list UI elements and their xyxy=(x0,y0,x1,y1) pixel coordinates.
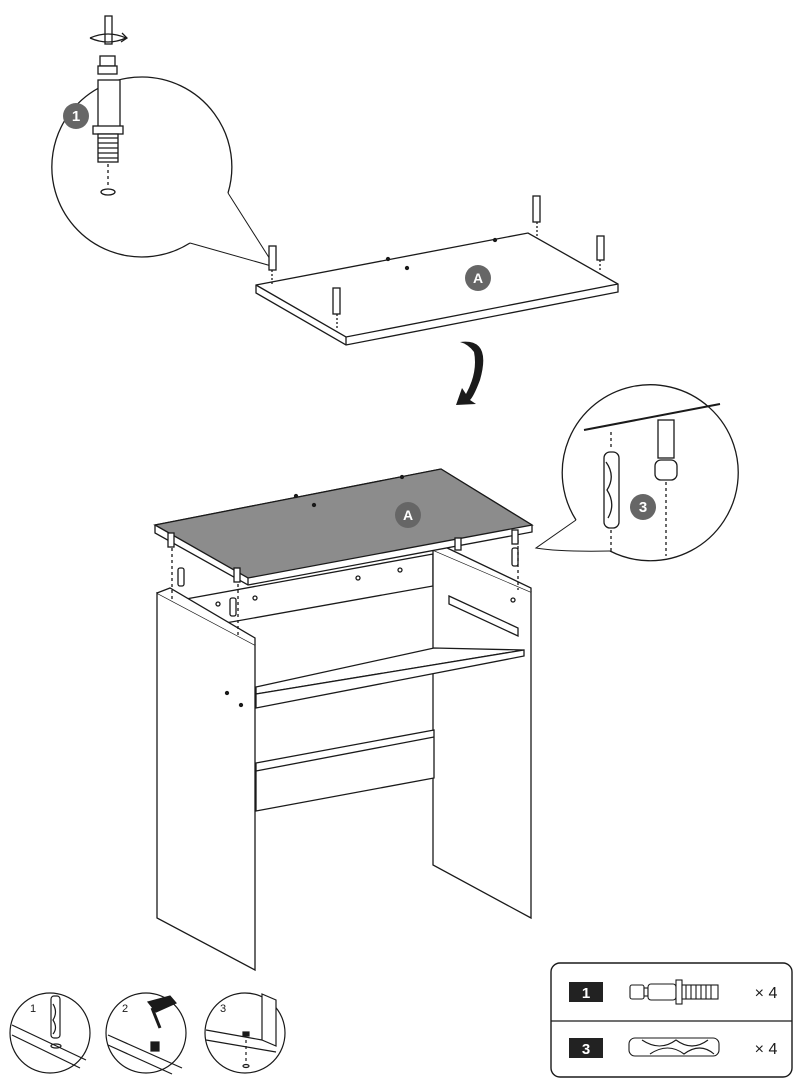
callout-label-1: 1 xyxy=(72,108,80,125)
panel-join-icon xyxy=(205,993,277,1069)
desk-frame xyxy=(156,540,532,972)
wood-dowel-icon xyxy=(628,1037,720,1057)
parts-list: 1 × 4 3 xyxy=(550,962,793,1078)
parts-row-1: 1 × 4 xyxy=(569,979,778,1005)
label-badge-a: A xyxy=(465,265,491,291)
detail-circle-cam-bolt xyxy=(51,15,277,268)
panel-bolt xyxy=(268,245,277,285)
step-2-number: 2 xyxy=(122,1003,128,1015)
top-panel-a xyxy=(153,468,534,586)
panel-bolt xyxy=(596,235,605,272)
label-badge-a-top: A xyxy=(395,502,421,528)
screwdriver-icon xyxy=(89,15,129,45)
callout-badge-1: 1 xyxy=(63,103,89,129)
step-3: 3 xyxy=(204,992,286,1074)
drawer-slide xyxy=(448,594,519,638)
flip-arrow-icon xyxy=(456,341,484,405)
step-2: 2 xyxy=(105,992,187,1075)
cam-bolt-detail-icon xyxy=(92,55,124,196)
callout-badge-3: 3 xyxy=(630,494,656,520)
part-3-id: 3 xyxy=(582,1041,590,1058)
panel-a-label: A xyxy=(473,270,483,286)
step-1-number: 1 xyxy=(30,1003,36,1015)
parts-row-3: 3 × 4 xyxy=(569,1037,778,1058)
panel-bolt xyxy=(332,287,341,330)
step-1: 1 xyxy=(9,992,91,1074)
part-1-qty: × 4 xyxy=(755,985,778,1002)
dowel-insert-icon xyxy=(50,995,61,1039)
left-side-panel xyxy=(156,591,256,972)
step-3-number: 3 xyxy=(220,1003,226,1015)
cam-bolt-icon xyxy=(629,979,719,1005)
part-3-qty: × 4 xyxy=(755,1041,778,1058)
panel-bolt xyxy=(532,195,541,238)
hammer-icon xyxy=(146,995,177,1029)
panel-a-bottom xyxy=(255,195,619,346)
detail-circle-dowel xyxy=(534,384,739,562)
panel-a-top-label: A xyxy=(403,507,413,523)
part-1-id: 1 xyxy=(582,985,590,1002)
front-rail xyxy=(255,729,435,812)
callout-label-3: 3 xyxy=(639,499,647,516)
right-side-panel xyxy=(432,549,532,920)
